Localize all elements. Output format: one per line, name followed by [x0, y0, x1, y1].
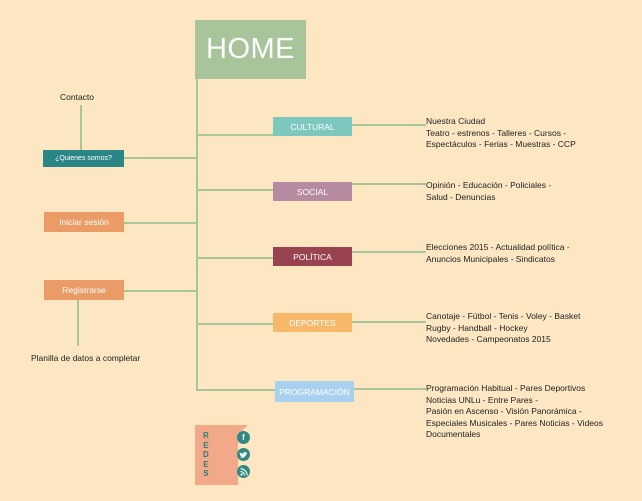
connector-quienes: [124, 157, 197, 159]
politica-line[interactable]: Anuncios Municipales - Sindicatos: [426, 253, 555, 264]
branch-politica-right: [352, 251, 426, 253]
connector-registrarse: [124, 290, 197, 292]
cultural-button[interactable]: CULTURAL: [273, 117, 352, 136]
registrarse-button[interactable]: Registrarse: [44, 280, 124, 300]
social-line[interactable]: Opinión - Educación - Policiales -: [426, 180, 552, 190]
deportes-line[interactable]: Rugby - Handball - Hockey: [426, 322, 528, 333]
rss-glyph: [239, 467, 248, 476]
home-box[interactable]: HOME: [195, 20, 306, 79]
main-vertical-line: [196, 79, 198, 391]
facebook-icon[interactable]: f: [237, 431, 250, 444]
social-line[interactable]: Salud - Denuncias: [426, 191, 496, 202]
connector-iniciar: [124, 222, 197, 224]
planilla-label[interactable]: Planilla de datos a completar: [31, 353, 141, 363]
redes-letter: S: [203, 469, 209, 478]
programacion-line[interactable]: Pasión en Ascenso - Visión Panorámica -: [426, 406, 582, 416]
programacion-button[interactable]: PROGRAMACIÓN: [275, 381, 354, 402]
connector-contacto: [80, 105, 82, 150]
branch-cultural-right: [352, 124, 426, 126]
contacto-label[interactable]: Contacto: [60, 92, 95, 102]
deportes-button[interactable]: DEPORTES: [273, 313, 352, 332]
redes-letter: E: [203, 459, 209, 469]
politica-button[interactable]: POLÍTICA: [273, 247, 352, 266]
programacion-description: Programación Habitual - Pares Deportivos…: [426, 383, 603, 441]
redes-letter: D: [203, 450, 209, 459]
cultural-line[interactable]: Nuestra Ciudad: [426, 116, 486, 126]
programacion-line[interactable]: Noticias UNLu - Entre Pares -: [426, 394, 538, 405]
cultural-line[interactable]: Teatro - estrenos - Talleres - Cursos -: [426, 127, 567, 138]
cultural-description: Nuestra Ciudad Teatro - estrenos - Talle…: [426, 116, 576, 151]
rss-icon[interactable]: [237, 465, 250, 478]
programacion-line[interactable]: Especiales Musicales - Pares Noticias - …: [426, 417, 603, 428]
iniciar-sesion-button[interactable]: Iniciar sesión: [44, 212, 124, 232]
redes-letter: E: [203, 440, 209, 450]
branch-politica: [197, 257, 273, 259]
branch-social: [197, 189, 273, 191]
redes-panel: [195, 425, 238, 485]
politica-description: Elecciones 2015 - Actualidad política - …: [426, 242, 570, 265]
deportes-line[interactable]: Canotaje - Fútbol - Tenis - Voley - Bask…: [426, 311, 581, 321]
social-description: Opinión - Educación - Policiales - Salud…: [426, 180, 551, 203]
deportes-line[interactable]: Novedades - Campeonatos 2015: [426, 334, 551, 344]
branch-programacion: [197, 389, 275, 391]
social-button[interactable]: SOCIAL: [273, 182, 352, 201]
twitter-icon[interactable]: [237, 448, 250, 461]
redes-tab: [238, 425, 248, 435]
twitter-bird-glyph: [239, 451, 248, 458]
programacion-line[interactable]: Programación Habitual - Pares Deportivos: [426, 383, 586, 393]
redes-label: R E D E S: [203, 431, 209, 479]
quienes-somos-button[interactable]: ¿Quienes somos?: [43, 150, 124, 167]
redes-letter: R: [203, 431, 209, 440]
branch-social-right: [352, 183, 426, 185]
connector-planilla: [77, 300, 79, 346]
cultural-line[interactable]: Espectáculos - Ferias - Muestras - CCP: [426, 139, 576, 149]
deportes-description: Canotaje - Fútbol - Tenis - Voley - Bask…: [426, 311, 580, 346]
politica-line[interactable]: Elecciones 2015 - Actualidad política -: [426, 242, 570, 252]
branch-programacion-right: [354, 388, 426, 390]
branch-cultural: [197, 134, 273, 136]
branch-deportes-right: [352, 321, 426, 323]
programacion-line[interactable]: Documentales: [426, 429, 481, 439]
branch-deportes: [197, 323, 273, 325]
